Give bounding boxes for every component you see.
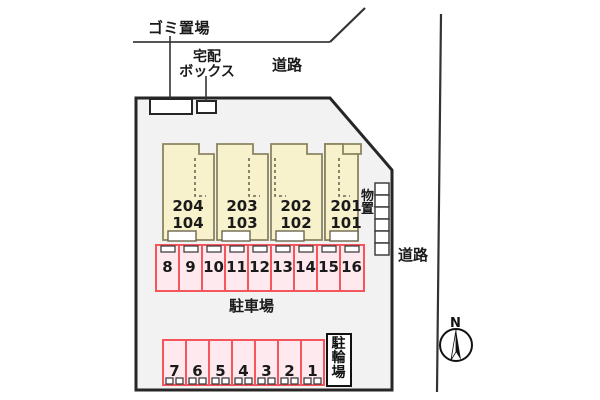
trash-area-label: ゴミ置場: [148, 19, 211, 37]
building-unit-204-104: [162, 143, 215, 242]
parking-stall-14: 14: [295, 258, 316, 276]
delivery-box-label: 宅配 ボックス: [176, 50, 238, 79]
parking-stall-4: 4: [238, 362, 249, 380]
parking-stall-8: 8: [162, 258, 173, 276]
storage-units: [374, 182, 390, 256]
bicycle-parking-label-char2: 輪: [331, 350, 346, 367]
storage-label-char1: 物: [360, 189, 374, 204]
parking-row-upper: [155, 244, 365, 292]
parking-stall-6: 6: [192, 362, 203, 380]
parking-stall-3: 3: [261, 362, 272, 380]
unit-upper-number: 204: [172, 197, 204, 215]
unit-label-201-101: 201 101: [319, 197, 373, 233]
parking-row-lower: [162, 339, 325, 386]
parking-stall-2: 2: [284, 362, 295, 380]
parking-stall-12: 12: [249, 258, 270, 276]
parking-stall-10: 10: [203, 258, 224, 276]
unit-label-203-103: 203 103: [215, 197, 269, 233]
road-label-right: 道路: [398, 246, 429, 264]
road-boundary-right: [435, 13, 443, 393]
compass-rose: [439, 328, 473, 362]
unit-lower-number: 101: [330, 214, 362, 233]
unit-upper-number: 202: [280, 197, 312, 215]
delivery-box-label-line1: 宅配: [193, 49, 221, 65]
parking-lot-label: 駐車場: [229, 297, 275, 315]
building-unit-202-102: [270, 143, 323, 242]
unit-label-202-102: 202 102: [269, 197, 323, 233]
north-label: N: [450, 316, 461, 331]
unit-lower-number: 102: [280, 214, 312, 233]
delivery-box: [196, 100, 217, 114]
storage-label: 物 置: [360, 190, 375, 216]
parking-stall-15: 15: [318, 258, 339, 276]
unit-label-204-104: 204 104: [161, 197, 215, 233]
parking-stall-5: 5: [215, 362, 226, 380]
building-unit-201-101: [324, 143, 362, 242]
road-boundary-top: [133, 7, 366, 43]
bicycle-parking-label-char3: 場: [331, 364, 346, 381]
parking-stall-1: 1: [307, 362, 318, 380]
unit-lower-number: 104: [172, 214, 204, 233]
parking-stall-13: 13: [272, 258, 293, 276]
unit-lower-number: 103: [226, 214, 258, 233]
trash-area-box: [149, 98, 193, 115]
parking-stall-16: 16: [341, 258, 362, 276]
parking-stall-9: 9: [185, 258, 196, 276]
road-label-top: 道路: [272, 56, 303, 74]
unit-upper-number: 201: [330, 197, 362, 215]
parking-stall-11: 11: [226, 258, 247, 276]
unit-upper-number: 203: [226, 197, 258, 215]
bicycle-parking-box: [326, 333, 352, 387]
storage-label-char2: 置: [360, 202, 374, 217]
building-unit-203-103: [216, 143, 269, 242]
bicycle-parking-label: 駐 輪 場: [330, 337, 347, 380]
delivery-box-label-line2: ボックス: [179, 63, 235, 80]
bicycle-parking-label-char1: 駐: [331, 336, 346, 352]
parking-stall-7: 7: [169, 362, 180, 380]
